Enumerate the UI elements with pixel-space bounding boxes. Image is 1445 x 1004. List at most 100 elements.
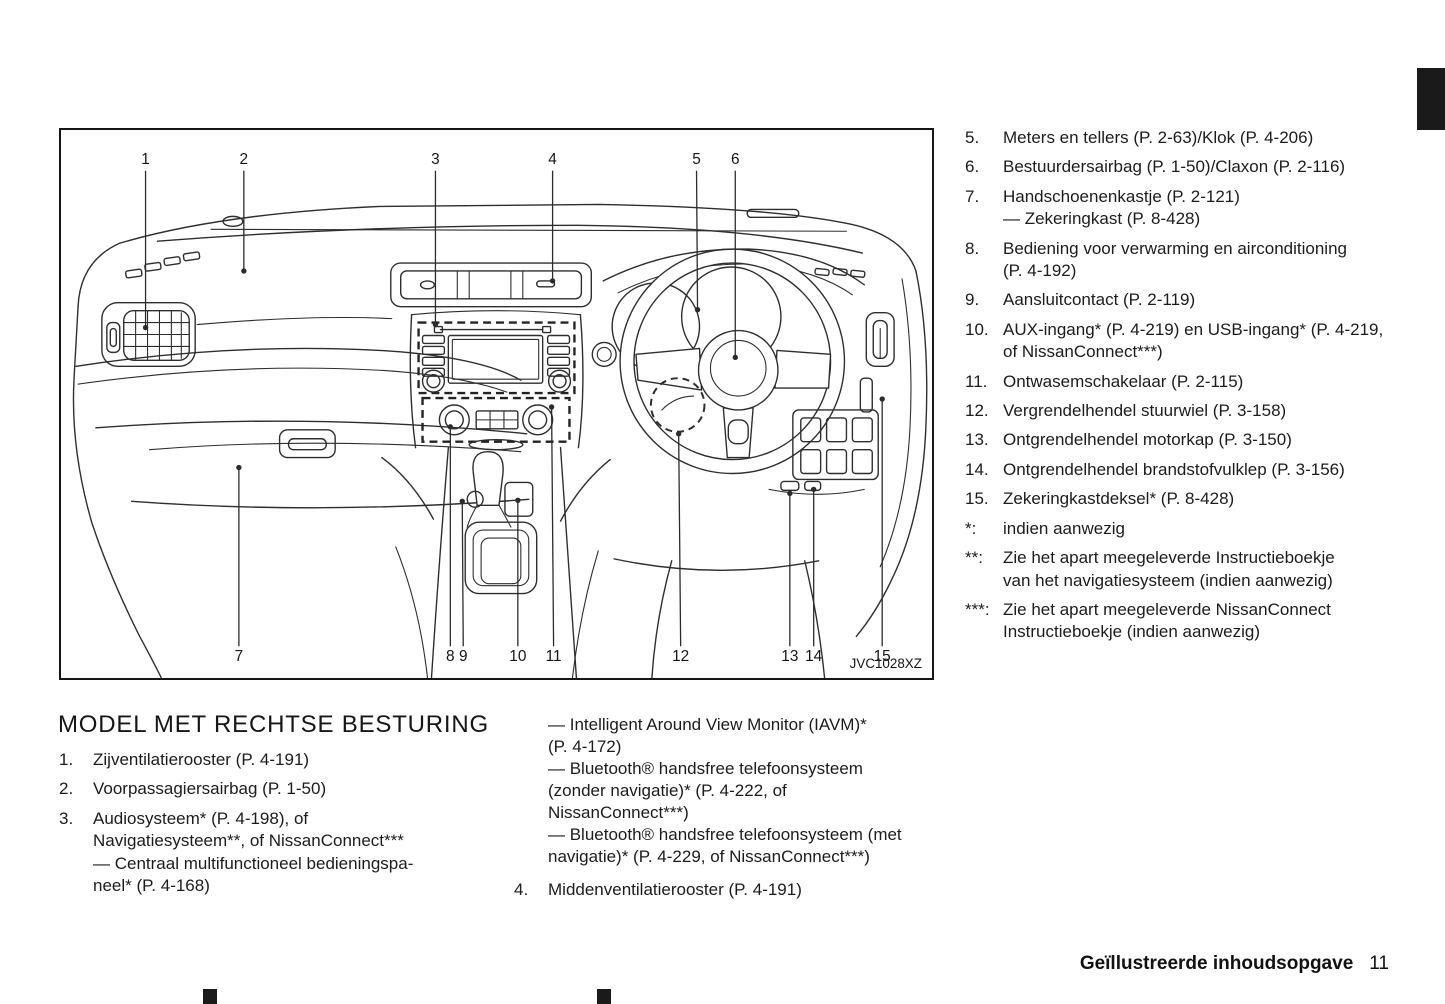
callout-label: 15 [874, 648, 891, 665]
item-text: Bestuurdersairbag (P. 1-50)/Claxon (P. 2… [1003, 157, 1346, 177]
callout-label: 14 [805, 648, 823, 665]
steering-wheel [591, 248, 846, 475]
callout-dot [732, 354, 738, 361]
gear-shifter [381, 439, 611, 678]
knee-panel [613, 558, 826, 678]
item-text: Zijventilatierooster (P. 4-191) [93, 750, 310, 769]
right-side-panel [768, 270, 928, 637]
callout-label: 6 [731, 151, 740, 168]
item-number: 5. [965, 128, 980, 147]
callout-line [550, 406, 555, 647]
center-vents [390, 262, 593, 308]
side-vent-left [101, 302, 196, 367]
item-number: 7. [965, 186, 980, 206]
item-number: 11. [965, 371, 988, 391]
footer-section-title: Geïllustreerde inhoudsopgave [1079, 953, 1354, 974]
list-item: 15. Zekeringkastdeksel* (P. 8-428) [965, 488, 1437, 510]
footnote-text: indien aanwezig [1003, 518, 1125, 538]
item-number: 10. [965, 319, 989, 339]
footnote-marker: ***: [965, 599, 990, 619]
list-item: 9.Aansluitcontact (P. 2-119) [965, 289, 1437, 311]
callout-label: 13 [781, 648, 798, 665]
item-number: 13. [965, 430, 989, 450]
callout-label: 9 [459, 648, 468, 665]
callout-dot [447, 424, 454, 430]
callout-dot [694, 307, 701, 313]
callout-dot [241, 268, 247, 274]
item-text: Audiosysteem* (P. 4-198), of Navigatiesy… [93, 808, 414, 896]
switch-panel [792, 409, 879, 481]
callout-label: 3 [431, 151, 440, 168]
item-number: 4. [514, 880, 529, 899]
figure-code: JVC1028XZ [850, 656, 922, 671]
footnote-marker: **: [965, 548, 983, 568]
item-text: Ontgrendelhendel brandstofvulklep (P. 3-… [1003, 459, 1345, 479]
item-text: Zekeringkastdeksel* (P. 8-428) [1003, 489, 1235, 509]
item-number: 3. [59, 808, 74, 828]
item-3-continuation: — Intelligent Around View Monitor (IAVM)… [548, 715, 902, 866]
callout-dot [548, 404, 555, 410]
section-heading: MODEL MET RECHTSE BESTURING [58, 711, 489, 738]
footnote-item: **: Zie het apart meegeleverde Instructie… [965, 547, 1437, 592]
callout-label: 8 [446, 648, 455, 665]
callout-label: 4 [548, 151, 557, 168]
item-text: AUX-ingang* (P. 4-219) en USB-ingang* (P… [1003, 319, 1384, 362]
print-registration-mark [597, 989, 611, 1004]
list-item: 1.Zijventilatierooster (P. 4-191) [59, 749, 521, 771]
callout-dot [142, 324, 149, 331]
page-footer: Geïllustreerde inhoudsopgave 11 [1080, 953, 1389, 975]
item-number: 6. [965, 157, 980, 177]
list-item: 7. Handschoenenkastje (P. 2-121) — Zekeri… [965, 186, 1437, 231]
callout-label: 5 [692, 151, 701, 168]
callout-label: 10 [509, 648, 526, 665]
item-text: Bediening voor verwarming en airconditio… [1003, 238, 1347, 281]
list-item: 10. AUX-ingang* (P. 4-219) en USB-ingang*… [965, 319, 1437, 364]
item-text: Ontgrendelhendel motorkap (P. 3-150) [1003, 430, 1292, 450]
callout-label: 12 [672, 648, 689, 665]
item-number: 8. [965, 238, 980, 258]
callout-dot [549, 278, 556, 284]
callout-label: 11 [546, 648, 562, 665]
callout-dot [432, 321, 439, 328]
list-item: 5. Meters en tellers (P. 2-63)/Klok (P. 4… [965, 127, 1437, 149]
list-item: 3. Audiosysteem* (P. 4-198), of Navigatie… [59, 808, 521, 898]
parts-list-left: 1.Zijventilatierooster (P. 4-191) 2.Voor… [59, 749, 521, 904]
callout-line [695, 170, 699, 310]
callout-line [461, 501, 464, 647]
callout-dot [879, 396, 885, 402]
item-number: 14. [965, 459, 989, 479]
item-text: Meters en tellers (P. 2-63)/Klok (P. 4-2… [1003, 128, 1314, 147]
item-text: Middenventilatierooster (P. 4-191) [548, 880, 802, 899]
item-text: Handschoenenkastje (P. 2-121) — Zekering… [1003, 186, 1240, 229]
item-number: 15. [965, 489, 989, 509]
climate-dashed-box [421, 396, 571, 443]
list-item: 14. Ontgrendelhendel brandstofvulklep (P.… [965, 459, 1437, 481]
item-number: 2. [59, 779, 74, 799]
callout-label: 2 [240, 151, 249, 168]
footnote-text: Zie het apart meegeleverde Instructieboe… [1003, 548, 1335, 590]
callout-dot [515, 497, 521, 503]
center-stack [409, 310, 584, 449]
callout-label: 7 [235, 648, 244, 665]
list-item: 11.Ontwasemschakelaar (P. 2-115) [965, 371, 1437, 393]
item-number: 12. [965, 401, 989, 421]
audio-unit-dashed-box [417, 321, 576, 395]
callout-dot [675, 431, 682, 437]
footnote-text: Zie het apart meegeleverde NissanConnect… [1003, 599, 1331, 642]
item-number: 9. [965, 290, 980, 310]
callout-dot [236, 464, 242, 471]
footnote-item: *:indien aanwezig [965, 518, 1437, 540]
callout-dot [811, 486, 817, 493]
parts-list-right: 5. Meters en tellers (P. 2-63)/Klok (P. 4… [965, 127, 1437, 651]
list-item: 8. Bediening voor verwarming en aircondit… [965, 238, 1437, 283]
list-item: 2.Voorpassagiersairbag (P. 1-50) [59, 778, 521, 800]
callout-dot [787, 490, 793, 497]
list-item: 13. Ontgrendelhendel motorkap (P. 3-150) [965, 429, 1437, 451]
parts-list-middle: — Intelligent Around View Monitor (IAVM)… [514, 714, 942, 901]
page-number: 11 [1369, 953, 1389, 974]
side-vent-right [865, 311, 895, 367]
callout-dot [459, 498, 465, 504]
item-text: Vergrendelhendel stuurwiel (P. 3-158) [1003, 401, 1287, 421]
list-item: 6. Bestuurdersairbag (P. 1-50)/Claxon (P.… [965, 156, 1437, 178]
